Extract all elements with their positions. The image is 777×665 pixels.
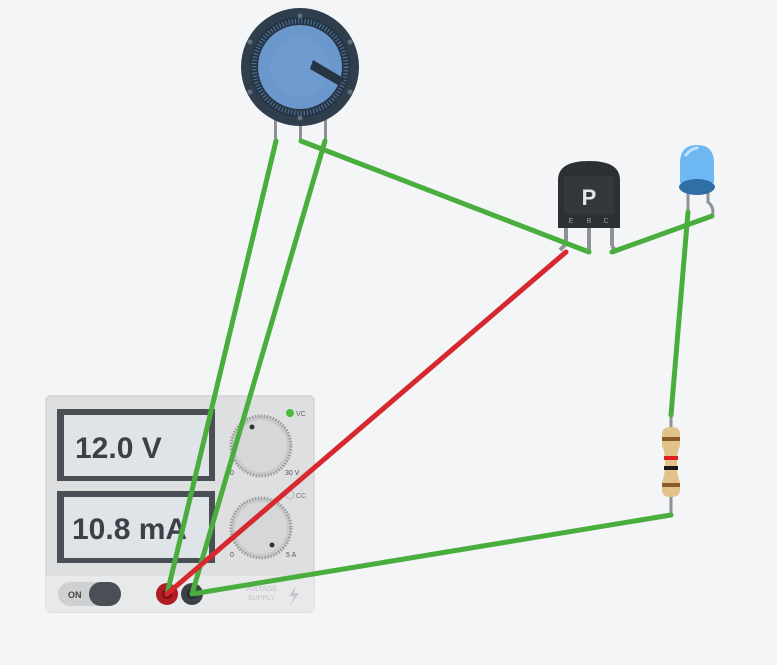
switch-label: ON — [68, 590, 82, 600]
iknob-max-label: 5 A — [286, 552, 296, 559]
cc-label: CC — [296, 493, 306, 500]
transistor-type-label: P — [582, 185, 597, 210]
pin-b-label: B — [587, 218, 592, 225]
voltage-display: 12.0 V — [57, 409, 215, 481]
resistor[interactable] — [662, 415, 680, 515]
resistor-band-3 — [664, 466, 678, 470]
wires[interactable] — [164, 138, 715, 597]
current-knob[interactable] — [229, 496, 293, 560]
wire-led-to-resistor[interactable] — [668, 209, 691, 418]
brand-line1: VOLTAGE — [245, 586, 277, 593]
resistor-band-1 — [662, 437, 680, 441]
vknob-max-label: 30 V — [285, 470, 300, 477]
resistor-band-2 — [664, 456, 678, 460]
lightning-icon — [289, 586, 299, 606]
pin-c-label: C — [603, 218, 608, 225]
blue-led[interactable] — [679, 145, 715, 217]
brand-line2: SUPPLY — [248, 595, 275, 602]
current-knob-indicator-icon — [269, 542, 275, 548]
vc-label: VC — [296, 411, 306, 418]
wire-pot-left-to-positive[interactable] — [164, 138, 279, 597]
pin-e-label: E — [569, 218, 574, 225]
vc-led-icon — [286, 409, 294, 417]
voltage-knob[interactable] — [229, 414, 293, 478]
wire-pot-right-to-negative[interactable] — [189, 138, 328, 597]
resistor-band-4 — [662, 483, 680, 487]
current-readout: 10.8 mA — [72, 513, 187, 546]
wire-resistor-to-negative[interactable] — [189, 512, 674, 597]
pnp-transistor[interactable]: P E B C — [558, 161, 620, 254]
vknob-min-label: 0 — [230, 470, 234, 477]
potentiometer[interactable] — [241, 8, 359, 140]
wire-collector-to-led[interactable] — [609, 213, 715, 255]
iknob-min-label: 0 — [230, 552, 234, 559]
wire-pot-wiper-to-base[interactable] — [298, 138, 592, 255]
current-display: 10.8 mA — [57, 491, 215, 563]
potentiometer-pointer-icon — [310, 60, 345, 85]
power-switch[interactable]: ON — [58, 582, 121, 606]
wire-positive-to-emitter[interactable] — [164, 249, 569, 597]
voltage-knob-indicator-icon — [249, 424, 255, 430]
voltage-readout: 12.0 V — [75, 432, 162, 465]
